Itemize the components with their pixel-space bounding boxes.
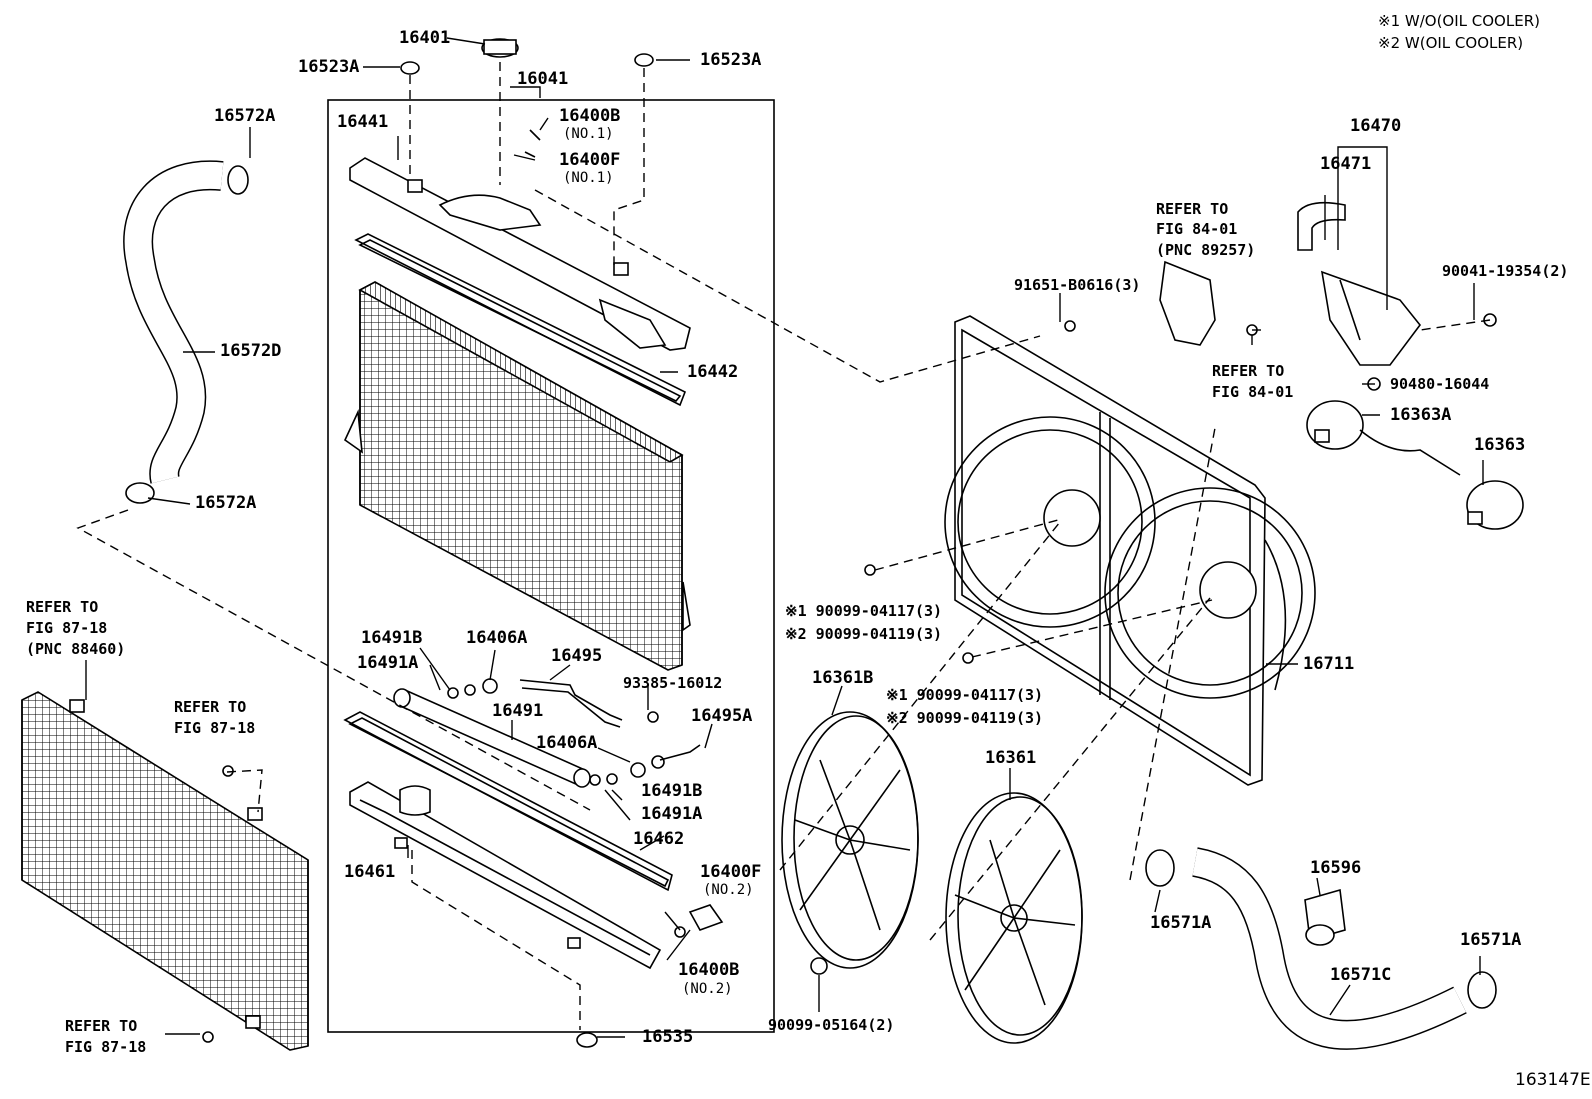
refer-fig-d[interactable]: FIG 87-18 xyxy=(174,719,256,737)
part-16572A-bottom[interactable]: 16572A xyxy=(195,493,257,513)
fan-motor-16363 xyxy=(1466,480,1524,530)
part-16572A-top[interactable]: 16572A xyxy=(214,106,276,126)
refer-fig-c[interactable]: FIG 87-18 xyxy=(26,619,108,637)
part-16461[interactable]: 16461 xyxy=(344,862,396,882)
part-16495[interactable]: 16495 xyxy=(551,646,603,666)
part-16491B-left[interactable]: 16491B xyxy=(361,628,423,648)
part-16462[interactable]: 16462 xyxy=(633,829,685,849)
note-1: ※1 W/O(OIL COOLER) xyxy=(1378,12,1540,30)
note-no1-b: (NO.1) xyxy=(563,170,614,186)
refer-fig-a[interactable]: FIG 84-01 xyxy=(1156,220,1238,238)
part-16400B-top[interactable]: 16400B xyxy=(559,106,621,126)
part-16572D[interactable]: 16572D xyxy=(220,341,282,361)
radiator-assembly-box xyxy=(327,99,775,1033)
part-16471[interactable]: 16471 xyxy=(1320,154,1372,174)
part-16571C[interactable]: 16571C xyxy=(1330,965,1392,985)
part-91651-B0616[interactable]: 91651-B0616(3) xyxy=(1014,276,1141,294)
part-16571A-right[interactable]: 16571A xyxy=(1460,930,1522,950)
part-16041[interactable]: 16041 xyxy=(517,69,569,89)
lower-gasket xyxy=(343,711,673,892)
part-16400F-bottom[interactable]: 16400F xyxy=(700,862,762,882)
fastener-note-2a[interactable]: ※2 90099-04119(3) xyxy=(785,625,943,643)
part-93385-16012[interactable]: 93385-16012 xyxy=(623,674,723,692)
refer-to-d: REFER TO xyxy=(174,698,247,716)
fan-shroud xyxy=(944,315,1316,786)
part-16523A-left[interactable]: 16523A xyxy=(298,57,360,77)
part-90099-05164[interactable]: 90099-05164(2) xyxy=(768,1016,895,1034)
note-no2-a: (NO.2) xyxy=(703,882,754,898)
part-16400B-bottom[interactable]: 16400B xyxy=(678,960,740,980)
condenser xyxy=(21,691,309,1051)
part-90041-19354[interactable]: 90041-19354(2) xyxy=(1442,262,1569,280)
reservoir-16470 xyxy=(1297,201,1422,366)
guide-lines xyxy=(76,62,1491,1030)
refer-to-c: REFER TO xyxy=(26,598,99,616)
figure-id: 163147E xyxy=(1515,1070,1591,1090)
part-16442[interactable]: 16442 xyxy=(687,362,739,382)
part-16491A-left[interactable]: 16491A xyxy=(357,653,419,673)
part-16406A-bottom[interactable]: 16406A xyxy=(536,733,598,753)
fastener-note-2b[interactable]: ※2 90099-04119(3) xyxy=(886,709,1044,727)
part-16406A-top[interactable]: 16406A xyxy=(466,628,528,648)
part-16491[interactable]: 16491 xyxy=(492,701,544,721)
part-16400F-top[interactable]: 16400F xyxy=(559,150,621,170)
refer-fig-e[interactable]: FIG 87-18 xyxy=(65,1038,147,1056)
part-90480-16044[interactable]: 90480-16044 xyxy=(1390,375,1490,393)
lower-tank xyxy=(349,781,662,970)
fan-motor-16363A xyxy=(1306,400,1364,450)
part-16491B-right[interactable]: 16491B xyxy=(641,781,703,801)
fastener-note-1b[interactable]: ※1 90099-04117(3) xyxy=(886,686,1044,704)
fan-relay xyxy=(1159,260,1216,346)
oil-cooler-pipe xyxy=(393,678,701,788)
part-16596[interactable]: 16596 xyxy=(1310,858,1362,878)
refer-fig-b[interactable]: FIG 84-01 xyxy=(1212,383,1294,401)
fan-16361 xyxy=(945,792,1083,1044)
fan-16361B xyxy=(781,711,919,969)
note-no1-a: (NO.1) xyxy=(563,126,614,142)
refer-pnc-a: (PNC 89257) xyxy=(1156,241,1256,259)
part-16363[interactable]: 16363 xyxy=(1474,435,1526,455)
refer-to-e: REFER TO xyxy=(65,1017,138,1035)
part-16363A[interactable]: 16363A xyxy=(1390,405,1452,425)
upper-tank xyxy=(349,157,691,351)
part-16361[interactable]: 16361 xyxy=(985,748,1037,768)
part-16495A[interactable]: 16495A xyxy=(691,706,753,726)
radiator-core xyxy=(343,281,691,671)
part-16523A-right[interactable]: 16523A xyxy=(700,50,762,70)
note-2: ※2 W(OIL COOLER) xyxy=(1378,34,1524,52)
part-16441[interactable]: 16441 xyxy=(337,112,389,132)
fastener-note-1a[interactable]: ※1 90099-04117(3) xyxy=(785,602,943,620)
refer-to-a: REFER TO xyxy=(1156,200,1229,218)
part-16361B[interactable]: 16361B xyxy=(812,668,874,688)
leader-lines xyxy=(85,37,1484,1038)
refer-pnc-c: (PNC 88460) xyxy=(26,640,126,658)
part-16470[interactable]: 16470 xyxy=(1350,116,1402,136)
part-16491A-right[interactable]: 16491A xyxy=(641,804,703,824)
part-16535[interactable]: 16535 xyxy=(642,1027,694,1047)
note-no2-b: (NO.2) xyxy=(682,981,733,997)
part-16401[interactable]: 16401 xyxy=(399,28,451,48)
part-16571A-left[interactable]: 16571A xyxy=(1150,913,1212,933)
refer-to-b: REFER TO xyxy=(1212,362,1285,380)
part-16711[interactable]: 16711 xyxy=(1303,654,1355,674)
